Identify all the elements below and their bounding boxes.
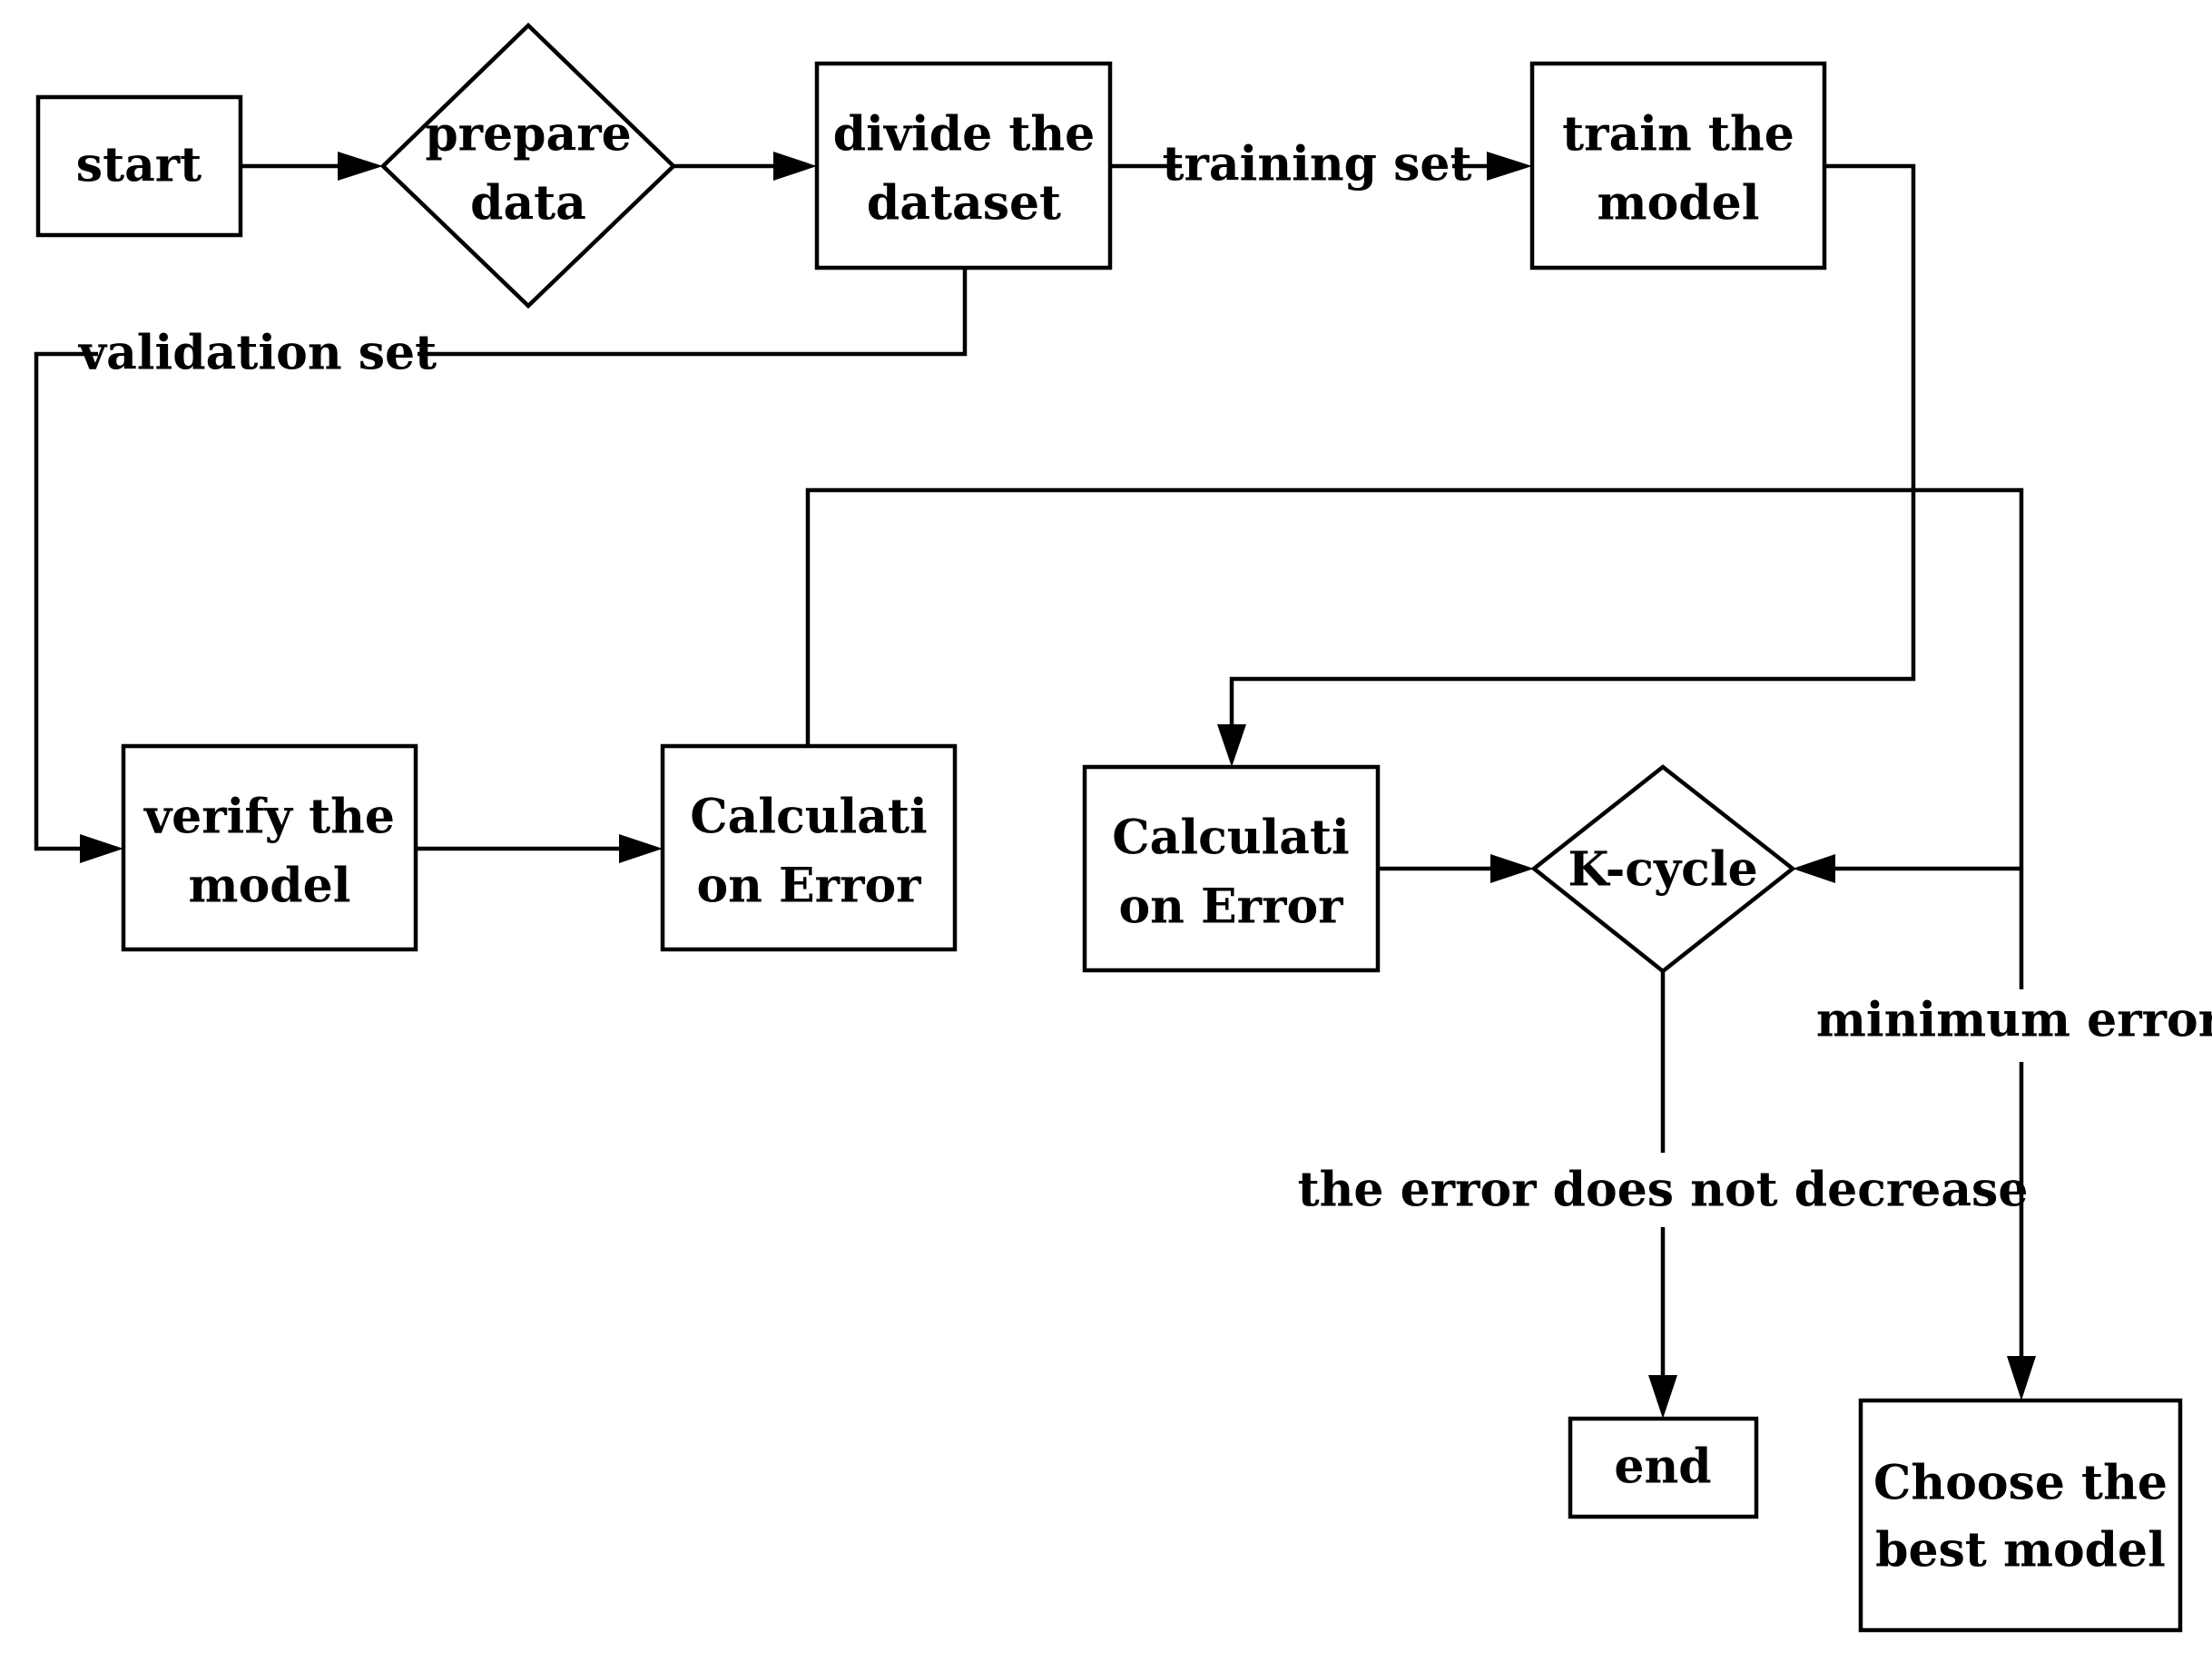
edge-train-to-calc	[1229, 163, 1916, 724]
arrowhead-icon	[1793, 854, 1835, 883]
node-label: verify the	[143, 790, 395, 845]
arrowhead-icon	[619, 834, 663, 863]
edge-label-minimum-error: minimum error	[1816, 993, 2212, 1048]
node-divide-dataset: divide the dataset	[814, 61, 1113, 270]
edges	[34, 152, 2036, 1419]
edge-label-error-not-decrease: the error does not decrease	[1298, 1163, 2029, 1218]
edge-labels: training set validation set minimum erro…	[78, 136, 2212, 1227]
node-start: start	[35, 94, 243, 238]
edge-label-training-set: training set	[1162, 137, 1471, 192]
arrowhead-icon	[1217, 724, 1246, 767]
node-end: end	[1568, 1416, 1759, 1519]
node-label: dataset	[867, 176, 1061, 231]
arrowhead-icon	[80, 834, 123, 863]
node-prepare-data: prepare data	[379, 22, 677, 310]
node-label: model	[189, 859, 351, 914]
node-label: prepare	[425, 107, 631, 162]
node-label: divide the	[833, 107, 1096, 162]
arrowhead-icon	[2007, 1356, 2036, 1401]
node-label: Choose the	[1873, 1456, 2168, 1511]
arrowhead-icon	[773, 152, 817, 181]
node-calc-error-validation: Calculati on Error	[660, 743, 958, 952]
edge-divide-to-verify	[34, 268, 968, 851]
node-verify-model: verify the model	[121, 743, 418, 952]
node-label: K-cycle	[1568, 842, 1757, 898]
node-label: end	[1614, 1440, 1711, 1495]
arrowhead-icon	[1648, 1375, 1677, 1419]
node-label: on Error	[1118, 880, 1343, 935]
arrowhead-icon	[1490, 854, 1534, 883]
node-label: data	[470, 176, 586, 231]
node-label: model	[1598, 176, 1760, 231]
node-label: Calculati	[1112, 811, 1350, 866]
arrowhead-icon	[338, 152, 383, 181]
node-train-model: train the model	[1529, 61, 1827, 270]
node-calc-error-training: Calculati on Error	[1082, 764, 1381, 973]
edge-label-validation-set: validation set	[78, 326, 437, 381]
node-choose-best-model: Choose the best model	[1858, 1398, 2183, 1633]
node-label: Calculati	[690, 790, 928, 845]
node-k-cycle: K-cycle	[1530, 764, 1796, 974]
node-label: start	[76, 138, 202, 193]
node-label: on Error	[696, 859, 921, 914]
arrowhead-icon	[1487, 152, 1532, 181]
node-label: best model	[1875, 1523, 2166, 1578]
edge-calc-validation-to-choose	[805, 487, 2024, 1356]
node-label: train the	[1562, 107, 1794, 162]
